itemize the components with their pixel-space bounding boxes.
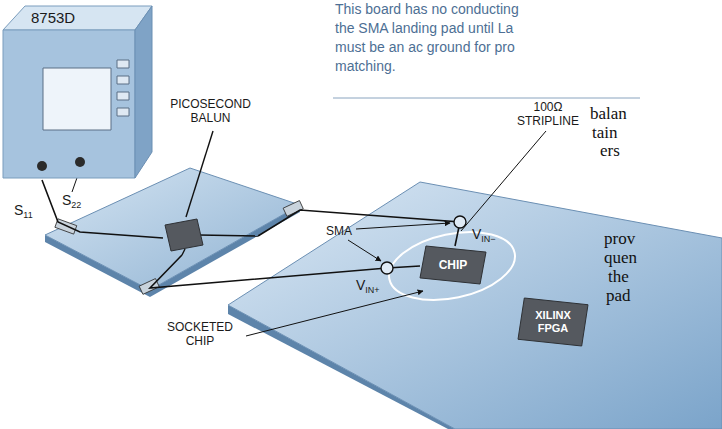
shape-part	[3, 30, 135, 178]
shape-part	[420, 246, 486, 284]
sma-landing	[454, 216, 466, 228]
connector-label: SMA	[326, 224, 352, 238]
body-text: pad	[606, 286, 631, 305]
callout-label: SOCKETED CHIP	[154, 320, 246, 348]
body-text: prov	[604, 229, 635, 248]
signal-label: VIN+	[356, 278, 380, 297]
leader-line	[246, 291, 423, 336]
wire-line	[186, 131, 213, 217]
shape-part	[117, 92, 129, 100]
socket-outline	[383, 221, 522, 310]
shape-part	[117, 108, 129, 116]
node-label: XILINX FPGA	[526, 309, 580, 335]
node-label: CHIP	[439, 258, 468, 272]
leader-line	[348, 240, 381, 261]
balun-chip: PICOSECOND BALUN	[163, 95, 258, 255]
cable-line	[42, 180, 163, 238]
shape-part	[165, 219, 203, 251]
shape-part	[135, 6, 152, 178]
balun-board	[45, 168, 300, 290]
instrument-box: 8753D	[3, 4, 152, 180]
cable-line	[258, 210, 460, 246]
port-label: S11	[14, 203, 33, 222]
signal-label: VIN−	[472, 227, 496, 246]
node-label: PICOSECOND BALUN	[165, 97, 257, 126]
shape-part	[37, 161, 47, 171]
main-board	[228, 182, 722, 429]
body-text: balan	[590, 104, 627, 123]
shape-part	[75, 157, 85, 167]
shape-part	[518, 298, 588, 346]
body-text: ers	[600, 141, 620, 160]
body-text: tain	[592, 123, 618, 142]
shape-part	[3, 6, 152, 30]
sma-landing	[381, 262, 393, 274]
callout-label: 100Ω STRIPLINE	[510, 100, 586, 128]
leader-line	[356, 223, 450, 229]
fpga-chip: XILINX FPGA	[518, 298, 588, 346]
chip: CHIP	[420, 246, 486, 284]
rule-line	[333, 98, 640, 99]
body-text: quen	[604, 248, 637, 267]
node-label: 8753D	[31, 9, 75, 27]
body-text: the	[608, 267, 629, 286]
shape-part	[117, 60, 129, 68]
caption-text: matching.	[335, 57, 396, 76]
shape-part	[43, 68, 111, 130]
caption-text: the SMA landing pad until La	[335, 19, 513, 38]
wire-line	[182, 249, 185, 255]
wire-line	[199, 235, 258, 236]
caption-text: This board has no conducting	[335, 0, 519, 19]
caption-text: must be an ac ground for pro	[335, 38, 515, 57]
port-label: S22	[62, 193, 81, 212]
leader-line	[461, 131, 546, 231]
shape-part	[117, 76, 129, 84]
instrument-box-shape	[3, 4, 152, 180]
